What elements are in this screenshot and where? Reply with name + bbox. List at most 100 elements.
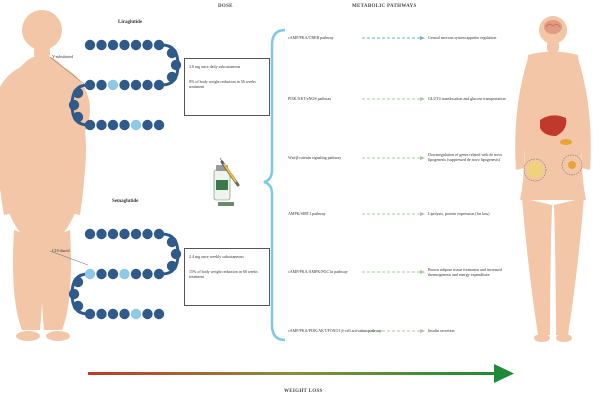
drug-name-semaglutide: Semaglutide bbox=[112, 199, 139, 204]
amino-acid-bead bbox=[119, 39, 130, 51]
dose-text: 3.0 mg once daily subcutaneous bbox=[189, 64, 241, 69]
liver-icon bbox=[540, 115, 567, 136]
amino-acid-bead bbox=[119, 308, 130, 320]
amino-acid-bead bbox=[72, 276, 84, 288]
pathway-arrowhead bbox=[420, 212, 425, 216]
weight-loss-arrow bbox=[88, 364, 514, 383]
pathway-arrows bbox=[362, 36, 425, 333]
amino-acid-bead bbox=[166, 260, 178, 272]
amino-acid-bead bbox=[84, 228, 96, 240]
amino-acid-bead bbox=[170, 59, 182, 71]
amino-acid-bead bbox=[153, 268, 165, 280]
pathway-effect: Brown adipose tissue formation and incre… bbox=[428, 267, 502, 277]
pathway-arrowhead bbox=[420, 270, 425, 274]
amino-acid-bead bbox=[96, 79, 107, 91]
pathway-name: cAMP/PKA/AMPK/PGC1α pathway bbox=[288, 269, 348, 274]
pathway-effect: Central nervous system appetite regulati… bbox=[428, 35, 497, 40]
amino-acid-bead bbox=[153, 308, 165, 320]
amino-acid-bead bbox=[119, 119, 130, 131]
amino-acid-bead bbox=[107, 308, 119, 320]
pathway-arrowhead bbox=[420, 36, 425, 40]
pathway-name: PI3K/AKT/eNOS pathway bbox=[288, 96, 332, 101]
lean-body-figure bbox=[515, 16, 591, 342]
pathways-header: METABOLIC PATHWAYS bbox=[352, 4, 417, 9]
pathway-name: Wnt/β-catenin signaling pathway bbox=[288, 155, 342, 160]
drug-name-liraglutide: Liraglutide bbox=[118, 20, 143, 25]
dose-text: 2.4 mg once weekly subcutaneous bbox=[189, 254, 244, 259]
dose-effect-text: 8% of body weight reduction in 56 weeks … bbox=[189, 79, 256, 89]
amino-acid-bead bbox=[142, 268, 153, 280]
amino-acid-bead bbox=[119, 79, 130, 91]
amino-acid-bead bbox=[84, 268, 96, 280]
amino-acid-bead bbox=[130, 268, 142, 280]
weight-loss-label: WEIGHT LOSS bbox=[284, 389, 323, 394]
amino-acid-bead bbox=[72, 87, 84, 99]
amino-acid-bead bbox=[153, 39, 165, 51]
pathways-brace bbox=[263, 28, 286, 342]
amino-acid-bead bbox=[96, 308, 107, 320]
semaglutide-peptide-chain bbox=[68, 228, 182, 320]
pathway-effect: Lipolysis, protein expression (fat loss) bbox=[428, 211, 490, 216]
amino-acid-bead bbox=[119, 268, 130, 280]
pathway-arrowhead bbox=[420, 97, 425, 101]
pathway-effect: Insulin secretion bbox=[428, 328, 455, 333]
syringe-vial-icon bbox=[213, 157, 240, 206]
amino-acid-bead bbox=[142, 308, 153, 320]
amino-acid-bead bbox=[130, 228, 142, 240]
liraglutide-peptide-chain bbox=[68, 39, 182, 131]
pathway-name: cAMP/PKA/CREB pathway bbox=[288, 35, 334, 40]
amino-acid-bead bbox=[84, 39, 96, 51]
residue-label-semaglutide: C18 diacid bbox=[52, 248, 70, 253]
amino-acid-bead bbox=[130, 308, 142, 320]
amino-acid-bead bbox=[170, 248, 182, 260]
pathway-effect: Downregulation of genes related with de … bbox=[428, 152, 503, 162]
amino-acid-bead bbox=[166, 236, 178, 248]
amino-acid-bead bbox=[130, 119, 142, 131]
amino-acid-bead bbox=[142, 39, 153, 51]
amino-acid-bead bbox=[107, 119, 119, 131]
amino-acid-bead bbox=[84, 119, 96, 131]
amino-acid-bead bbox=[166, 47, 178, 59]
amino-acid-bead bbox=[72, 300, 84, 312]
amino-acid-bead bbox=[107, 228, 119, 240]
pathway-arrowhead bbox=[420, 156, 425, 160]
amino-acid-bead bbox=[119, 228, 130, 240]
pancreas-icon bbox=[560, 139, 572, 145]
residue-label-liraglutide: Y-substituted bbox=[52, 54, 74, 59]
obese-body-figure bbox=[0, 10, 90, 341]
adipose-tissue-icon bbox=[523, 154, 583, 182]
pathway-arrowhead bbox=[420, 329, 425, 333]
dose-box-semaglutide: 2.4 mg once weekly subcutaneous 15% of b… bbox=[184, 248, 270, 306]
pathway-name: AMPK/SIRT1 pathway bbox=[288, 211, 326, 216]
amino-acid-bead bbox=[96, 39, 107, 51]
dose-header: DOSE bbox=[218, 4, 233, 9]
dose-box-liraglutide: 3.0 mg once daily subcutaneous 8% of bod… bbox=[184, 58, 270, 116]
pathway-effect: GLUT4 translocation and glucose transpor… bbox=[428, 96, 506, 101]
amino-acid-bead bbox=[84, 79, 96, 91]
amino-acid-bead bbox=[166, 71, 178, 83]
residue-pointer-line bbox=[49, 56, 89, 88]
amino-acid-bead bbox=[107, 268, 119, 280]
amino-acid-bead bbox=[142, 228, 153, 240]
amino-acid-bead bbox=[107, 39, 119, 51]
amino-acid-bead bbox=[153, 79, 165, 91]
amino-acid-bead bbox=[130, 39, 142, 51]
amino-acid-bead bbox=[153, 119, 165, 131]
residue-pointer-line bbox=[49, 250, 89, 266]
amino-acid-bead bbox=[142, 79, 153, 91]
brain-icon bbox=[544, 20, 562, 34]
amino-acid-bead bbox=[96, 228, 107, 240]
amino-acid-bead bbox=[72, 111, 84, 123]
amino-acid-bead bbox=[96, 268, 107, 280]
pathway-name: cAMP/PKA/PI3K/AKT/FOXO1 β-cell activatio… bbox=[288, 328, 382, 333]
amino-acid-bead bbox=[68, 99, 80, 111]
amino-acid-bead bbox=[142, 119, 153, 131]
amino-acid-bead bbox=[84, 308, 96, 320]
amino-acid-bead bbox=[153, 228, 165, 240]
amino-acid-bead bbox=[96, 119, 107, 131]
amino-acid-bead bbox=[130, 79, 142, 91]
amino-acid-bead bbox=[68, 288, 80, 300]
amino-acid-bead bbox=[107, 79, 119, 91]
dose-effect-text: 15% of body weight reduction in 68 weeks… bbox=[189, 269, 258, 279]
